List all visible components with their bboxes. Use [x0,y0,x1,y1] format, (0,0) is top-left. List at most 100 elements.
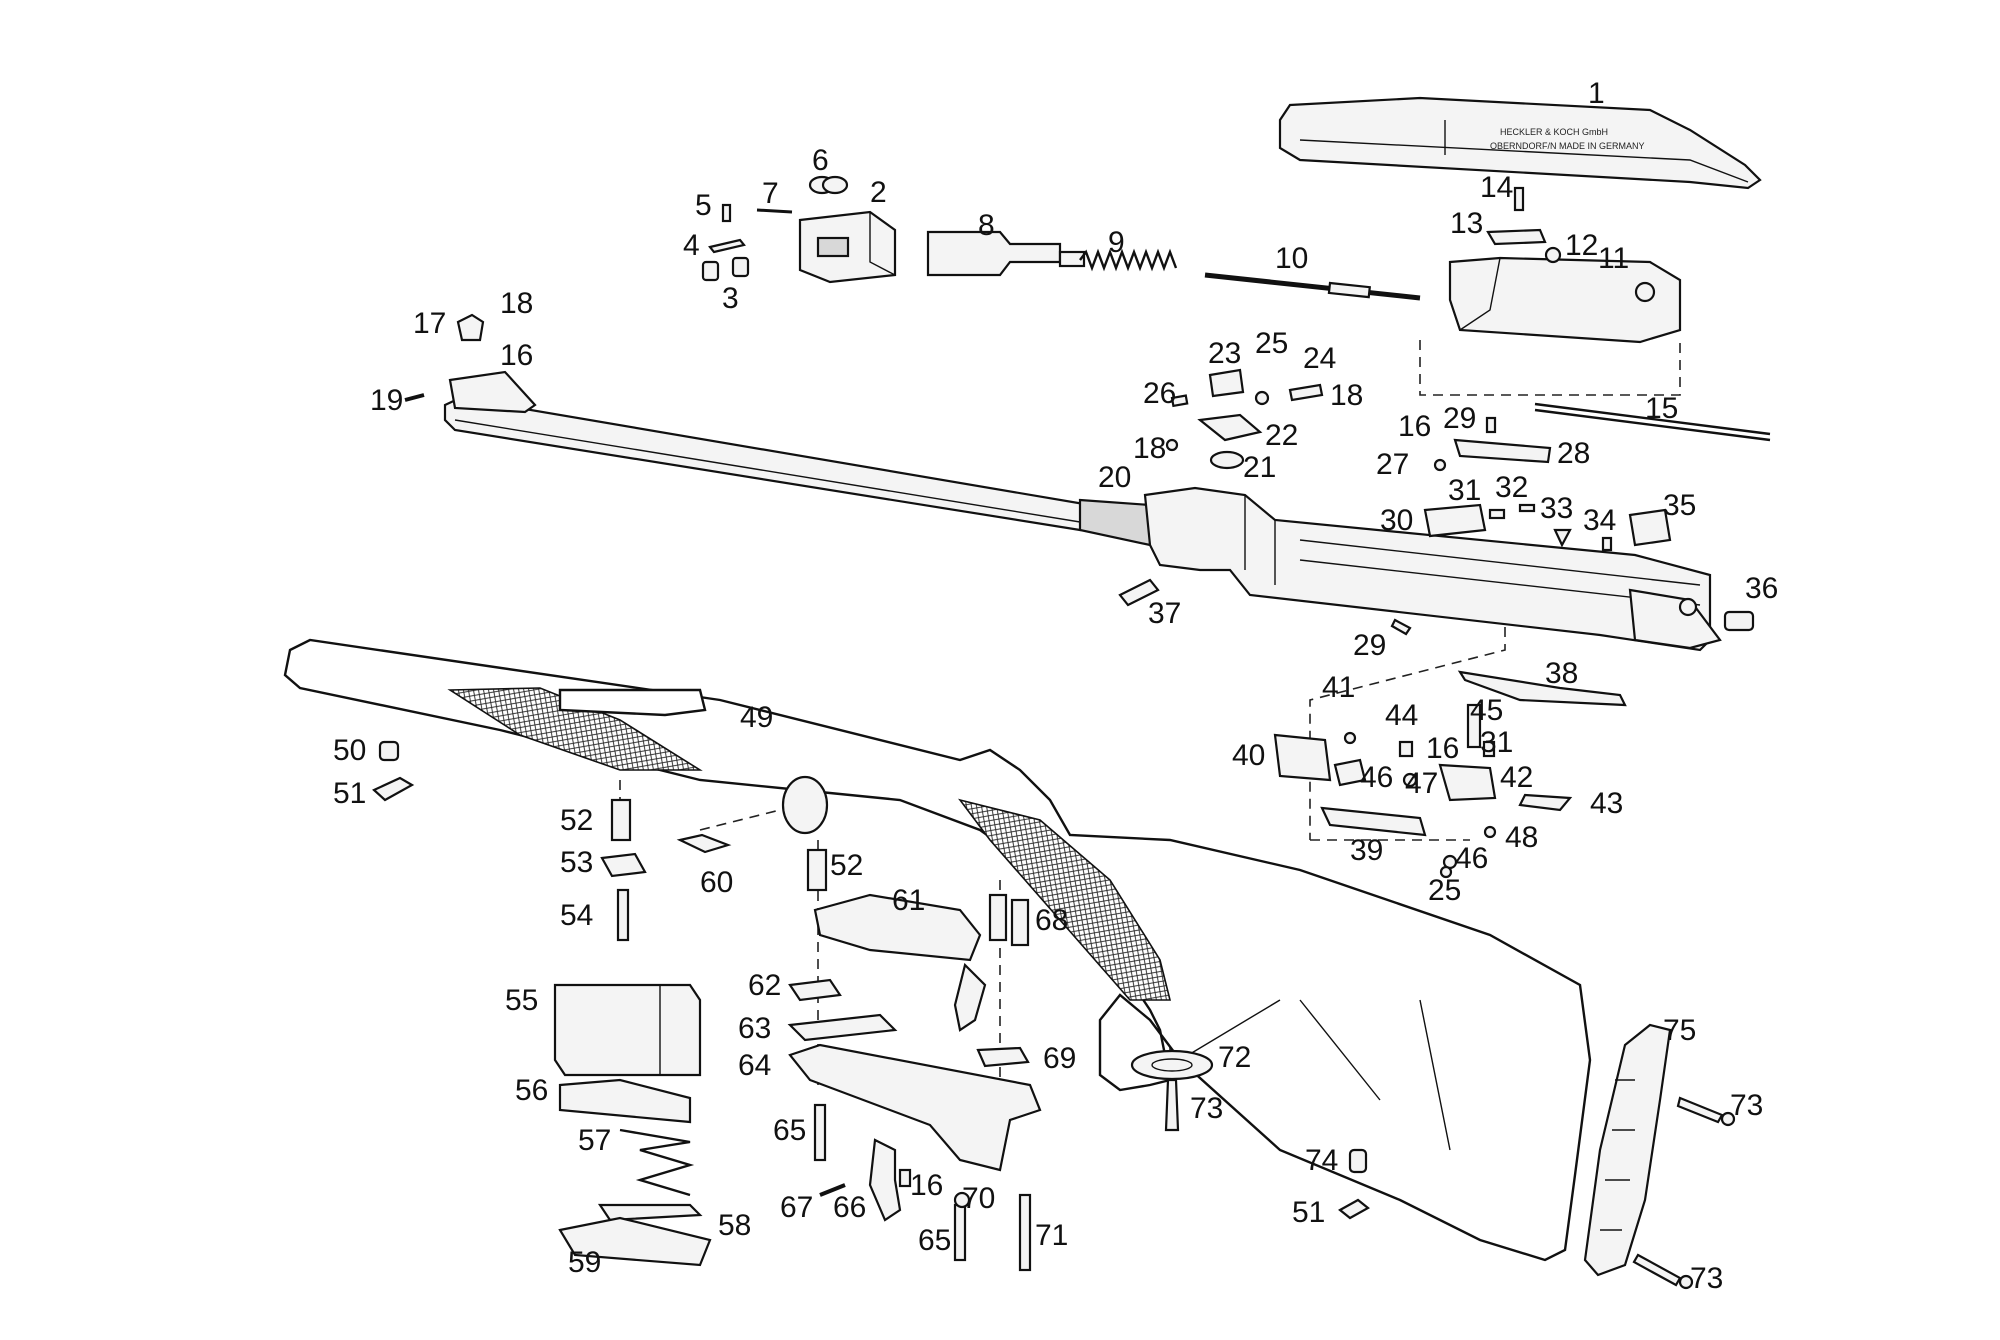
callout-8: 8 [978,209,995,242]
pin-14-part [1513,186,1525,212]
callout-59: 59 [568,1246,601,1279]
plate-58-part [597,1203,703,1222]
recoil-spring-9-part [1079,248,1178,272]
callout-7: 7 [762,177,779,210]
callout-12: 12 [1565,229,1598,262]
callout-labels: 1 2 3 4 5 6 7 8 9 10 11 12 13 14 15 16 1… [333,77,1778,1295]
callout-16-a: 16 [500,339,533,372]
callout-62: 62 [748,969,781,1002]
callout-57: 57 [578,1124,611,1157]
rod-15-part [1534,402,1771,442]
trigger-bar-38-part [1457,670,1627,707]
callout-31-a: 31 [1448,474,1481,507]
callout-24: 24 [1303,342,1336,375]
callout-47: 47 [1405,767,1438,800]
callout-40: 40 [1232,739,1265,772]
callout-56: 56 [515,1074,548,1107]
callout-34: 34 [1583,504,1616,537]
callout-28: 28 [1557,437,1590,470]
callout-25-a: 25 [1255,327,1288,360]
callout-22: 22 [1265,419,1298,452]
screw-54-part [616,888,630,942]
trigger-housing-61-part [813,893,987,1032]
safety-lever-28-part [1453,438,1552,464]
callout-67: 67 [780,1191,813,1224]
bushings-68-part [988,893,1030,947]
nut-12-part [1544,246,1562,264]
callout-29-a: 29 [1443,402,1476,435]
swivel-74-part [1348,1148,1368,1174]
callout-46-b: 46 [1455,842,1488,875]
barrel-part [443,396,1152,547]
front-sight-17-part [456,313,485,342]
callout-74: 74 [1305,1144,1338,1177]
callout-3: 3 [722,282,739,315]
screw-71-part [1018,1193,1032,1272]
callout-60: 60 [700,866,733,899]
stock-49-part [283,638,1592,1262]
callout-51-a: 51 [333,777,366,810]
callout-1: 1 [1588,77,1605,110]
callout-13: 13 [1450,207,1483,240]
screw-73-b-part [1632,1253,1694,1290]
nut-53-part [600,852,647,878]
callout-4: 4 [683,229,700,262]
callout-9: 9 [1108,226,1125,259]
callout-20: 20 [1098,461,1131,494]
callout-5: 5 [695,189,712,222]
magazine-body-55-part [553,983,702,1077]
callout-14: 14 [1480,171,1513,204]
plate-62-part [788,978,842,1002]
small-pins-cluster [1433,416,1613,552]
callout-33: 33 [1540,492,1573,525]
callout-46-a: 46 [1360,761,1393,794]
screw-73-a-part [1676,1096,1736,1127]
rear-sight-group [1165,368,1324,470]
follower-56-part [558,1078,692,1124]
bushing-52-a-part [610,798,632,842]
pin-67-part [819,1183,846,1197]
pin-29-part [1390,618,1412,636]
pin-5-part [721,203,732,223]
callout-18-a: 18 [500,287,533,320]
lever-66-part [868,1138,902,1222]
block-35-part [1628,508,1672,547]
screw-73-c-part [1164,1078,1180,1132]
callout-70: 70 [962,1182,995,1215]
callout-19: 19 [370,384,403,417]
callout-16-c: 16 [1426,732,1459,765]
callout-26: 26 [1143,377,1176,410]
callout-42: 42 [1500,761,1533,794]
callout-73-a: 73 [1190,1092,1223,1125]
callout-11: 11 [1598,242,1629,275]
callout-50: 50 [333,734,366,767]
bolt-head-part [798,210,897,284]
screw-36-part [1723,610,1755,632]
callout-64: 64 [738,1049,771,1082]
callout-15: 15 [1645,392,1678,425]
callout-18-b: 18 [1330,379,1363,412]
trigger-mech-cluster [1273,703,1573,879]
callout-54: 54 [560,899,593,932]
swivel-nut-50-part [378,740,400,762]
callout-43: 43 [1590,787,1623,820]
bolt-roller-part [808,175,849,195]
callout-73-b: 73 [1730,1089,1763,1122]
firing-pin-small-part [756,208,793,214]
callout-53: 53 [560,846,593,879]
pin-19-part [404,393,425,402]
callout-23: 23 [1208,337,1241,370]
callout-73-c: 73 [1690,1262,1723,1295]
gasket-63-part [787,1013,898,1042]
swivel-51-b-part [1338,1198,1370,1220]
callout-18-c: 18 [1133,432,1166,465]
floorplate-59-part [558,1216,712,1267]
callout-16-d: 16 [910,1169,943,1202]
callout-21: 21 [1243,451,1276,484]
callout-48: 48 [1505,821,1538,854]
callout-75: 75 [1663,1014,1696,1047]
bolt-housing-11-part [1448,256,1682,344]
callout-44: 44 [1385,699,1418,732]
callout-72: 72 [1218,1041,1251,1074]
callout-29-b: 29 [1353,629,1386,662]
